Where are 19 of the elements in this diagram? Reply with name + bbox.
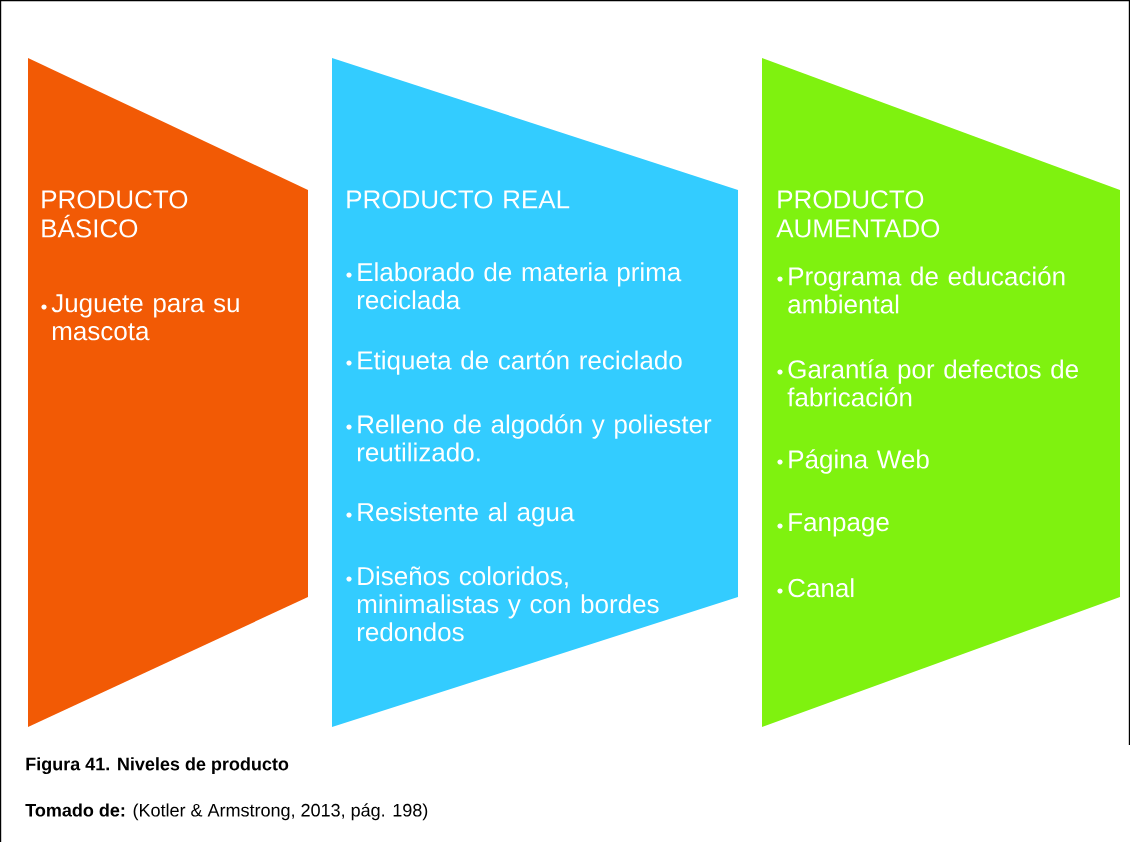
bullet-item: Garantía por defectos de fabricación bbox=[777, 359, 1078, 407]
trapezoid-panel bbox=[762, 58, 1120, 727]
bullet-item: Página Web bbox=[777, 449, 929, 474]
bullet-item: Programa de educación ambiental bbox=[777, 266, 1065, 314]
figure-caption: Figura 41. Niveles de producto bbox=[26, 757, 289, 775]
panel-heading: PRODUCTO AUMENTADO bbox=[776, 190, 940, 238]
source-note: Tomado de: (Kotler & Armstrong, 2013, pág. 198) bbox=[25, 803, 428, 821]
bullet-item: Resistente al agua bbox=[346, 502, 575, 527]
bullet-item: Relleno de algodón y poliester reutilizado. bbox=[346, 414, 712, 462]
bullet-item: Diseños coloridos, minimalistas y con bordes redondos bbox=[346, 566, 659, 642]
trapezoid-panel bbox=[332, 58, 738, 727]
bullet-item: Fanpage bbox=[777, 513, 889, 537]
bullet-item: Elaborado de materia prima reciclada bbox=[346, 262, 682, 310]
panel-heading: PRODUCTO REAL bbox=[347, 190, 570, 209]
panel-heading: PRODUCTO BÁSICO bbox=[42, 190, 188, 238]
bullet-item: Canal bbox=[777, 578, 854, 598]
bullet-item: Etiqueta de cartón reciclado bbox=[346, 350, 682, 375]
bullet-item: Juguete para su mascota bbox=[41, 294, 239, 341]
trapezoid-panel bbox=[28, 58, 308, 727]
